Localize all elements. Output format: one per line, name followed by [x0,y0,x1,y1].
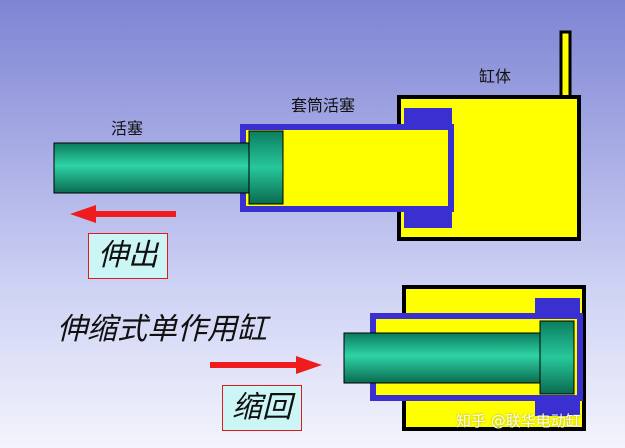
top-body-seal-bottom [404,208,452,228]
watermark-text: 知乎 @联华电动缸 [456,412,581,430]
bottom-cylinder-assembly [210,285,586,431]
extend-arrow [70,205,176,223]
top-piston-rod [53,142,253,194]
top-piston-head [248,130,284,205]
piston-label: 活塞 [111,119,144,138]
top-body-seal-top [404,108,452,128]
retract-state-label: 缩回 [222,385,302,431]
extend-state-label: 伸出 [88,233,168,279]
top-cylinder-assembly [53,30,581,241]
sleeve-piston-label: 套筒活塞 [291,96,356,115]
cylinder-body-label: 缸体 [479,67,512,86]
diagram-title: 伸缩式单作用缸 [57,312,267,347]
bottom-piston-rod [343,332,545,384]
top-vent-pipe [559,30,572,100]
retract-arrow [210,356,322,374]
bottom-piston-head [539,320,575,395]
